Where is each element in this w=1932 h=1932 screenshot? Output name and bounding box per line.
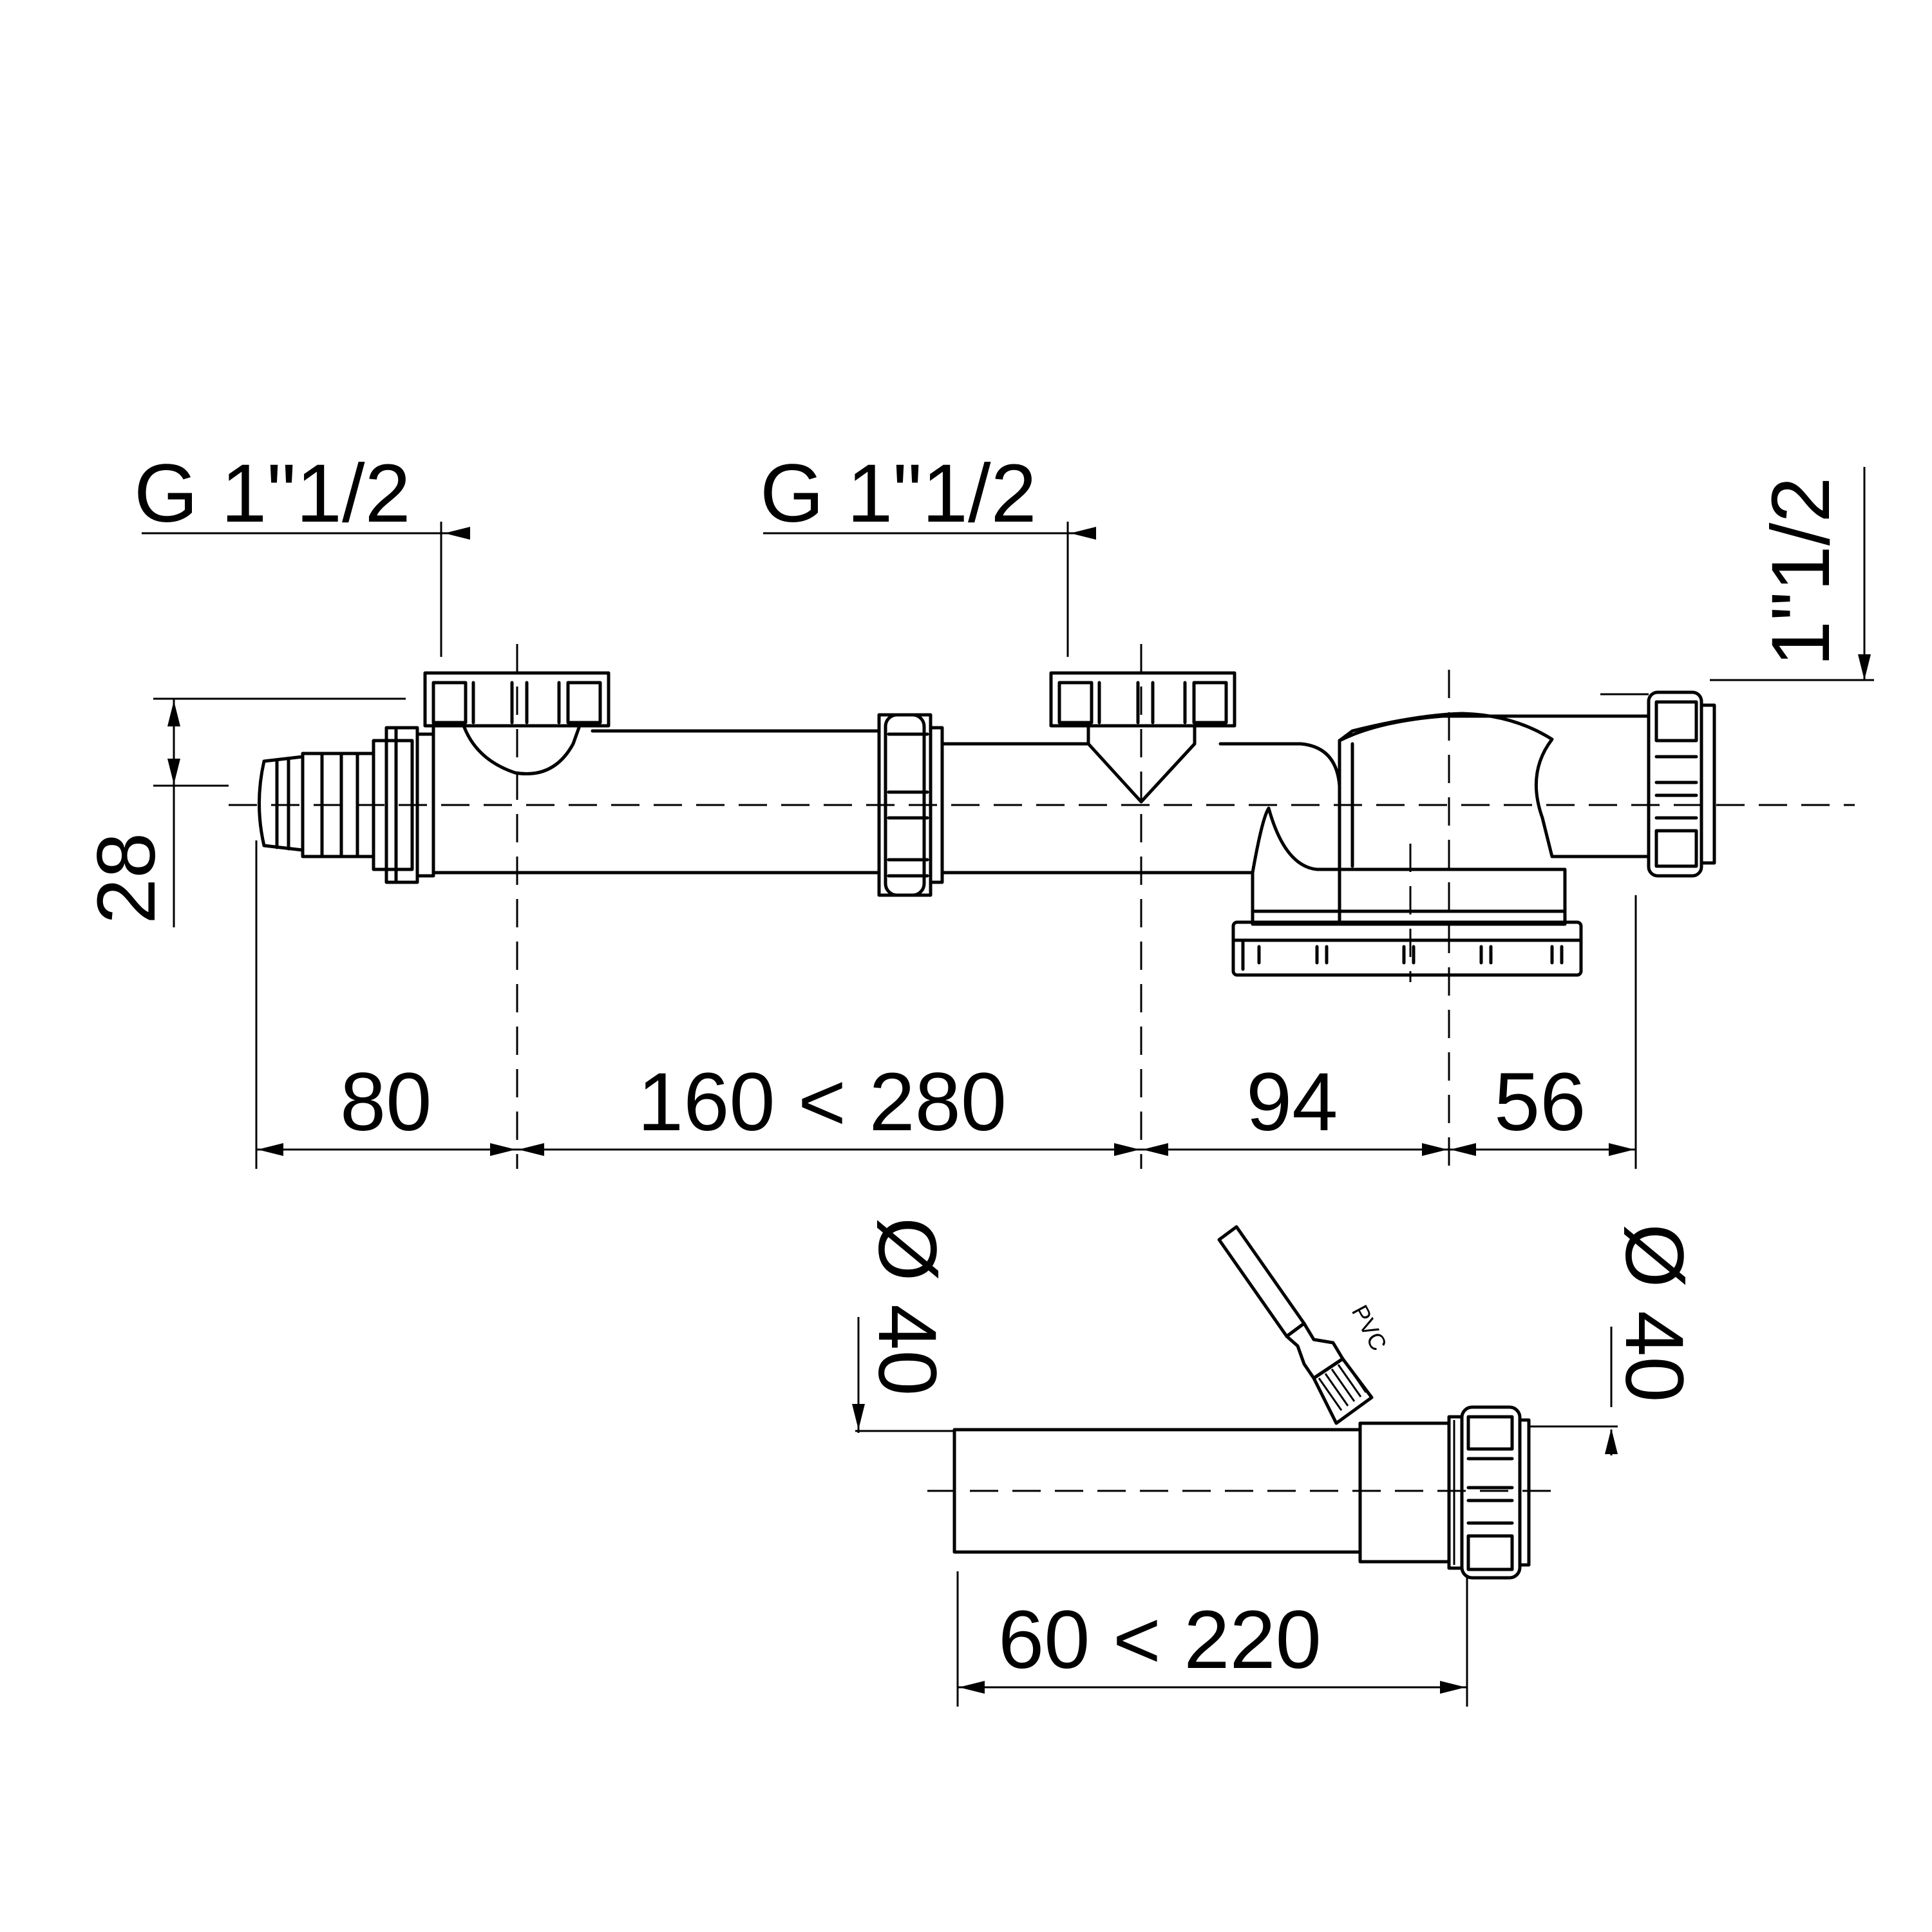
dimensions-main: G 1"1/2 G 1"1/2 1"1/2 28 <box>80 448 1874 1169</box>
thread-label-left: G 1"1/2 <box>134 448 411 540</box>
siphon-assembly <box>229 671 1855 977</box>
brush-label: PVC <box>1347 1301 1392 1356</box>
seg-trap-label: 94 <box>1246 1056 1338 1148</box>
trap-chamber <box>1338 712 1651 923</box>
pvc-glue-brush-icon: PVC <box>1217 1225 1392 1425</box>
outlet-nut-right <box>1647 690 1716 878</box>
trap-elbow <box>1251 806 1341 923</box>
outlet-thread-label: 1"1/2 <box>1755 477 1847 667</box>
pipe-diameter-left: Ø 40 <box>861 1217 953 1396</box>
seg-adjustable-label: 160 < 280 <box>638 1056 1007 1148</box>
inlet-pipe-body <box>431 723 881 875</box>
inlet-nut-right <box>1049 671 1236 804</box>
compression-nut-middle <box>877 713 944 897</box>
hose-barb-connector <box>258 726 435 884</box>
extension-pipe <box>927 1405 1558 1580</box>
middle-pipe-body <box>940 742 1341 875</box>
height-offset-label: 28 <box>80 833 173 924</box>
dimensions-extension: Ø 40 Ø 40 60 < 220 <box>852 1217 1700 1707</box>
pipe-diameter-right: Ø 40 <box>1608 1224 1700 1403</box>
inlet-nut-left <box>423 671 611 775</box>
seg-inlet-label: 80 <box>340 1056 431 1148</box>
thread-label-middle: G 1"1/2 <box>760 448 1037 540</box>
pipe-length-label: 60 < 220 <box>998 1594 1321 1686</box>
base-plate <box>1231 909 1583 977</box>
seg-outlet-label: 56 <box>1494 1056 1586 1148</box>
